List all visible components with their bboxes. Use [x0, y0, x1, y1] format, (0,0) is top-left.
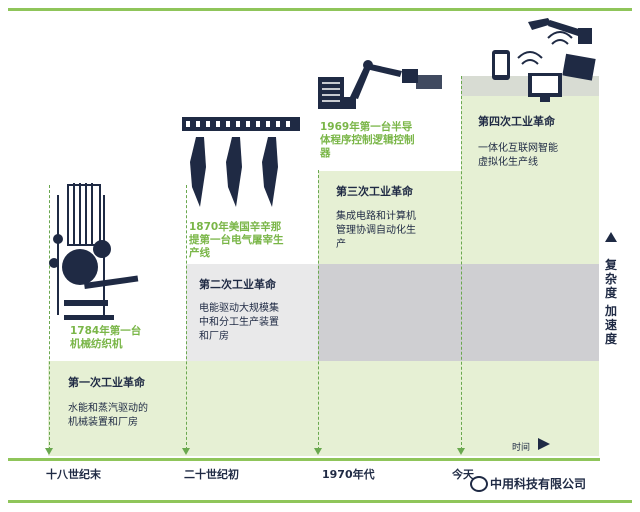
era-desc-line: 水能和蒸汽驱动的 [68, 403, 148, 414]
tick-18th-century: 十八世纪末 [46, 468, 101, 481]
era-3-desc: 集成电路和计算机 管理协调自动化生 产 [336, 210, 416, 252]
vertical-axis-label: 复 杂 度 加 速 度 [604, 258, 618, 346]
event-line: 体程序控制逻辑控制 [320, 134, 415, 146]
era-4-desc: 一体化互联网智能 虚拟化生产线 [478, 142, 558, 170]
axis-char: 度 [604, 286, 617, 300]
watermark-text: 中用科技有限公司 [490, 477, 587, 491]
marker-arrow-4 [457, 448, 465, 455]
marker-arrow-3 [314, 448, 322, 455]
era-desc-line: 机械装置和厂房 [68, 417, 138, 428]
era-3-title: 第三次工业革命 [336, 185, 413, 198]
era-desc-line: 集成电路和计算机 [336, 211, 416, 222]
era-band-3-top [318, 171, 599, 264]
era-band-grey-2 [318, 264, 599, 361]
event-line: 机械纺织机 [70, 338, 123, 350]
era-2-desc: 电能驱动大规模集 中和分工生产装置 和厂房 [199, 302, 279, 344]
marker-line-3 [318, 170, 319, 450]
vertical-axis-arrow-icon [605, 232, 617, 242]
axis-char: 加 [604, 304, 617, 318]
era-desc-line: 一体化互联网智能 [478, 143, 558, 154]
era-1-desc: 水能和蒸汽驱动的 机械装置和厂房 [68, 402, 148, 430]
tick-1970s: 1970年代 [322, 468, 375, 481]
conveyor-line-icon [182, 117, 300, 207]
event-line: 1870年美国辛辛那 [189, 221, 282, 233]
watermark-logo-icon [470, 476, 488, 492]
era-2-title: 第二次工业革命 [199, 278, 276, 291]
marker-arrow-2 [182, 448, 190, 455]
event-1969: 1969年第一台半导 体程序控制逻辑控制 器 [320, 121, 415, 160]
bottom-accent-bar [8, 500, 632, 503]
marker-line-2 [186, 185, 187, 450]
event-1784: 1784年第一台 机械纺织机 [70, 325, 141, 351]
era-desc-line: 中和分工生产装置 [199, 317, 279, 328]
event-line: 器 [320, 147, 331, 159]
era-desc-line: 管理协调自动化生 [336, 225, 416, 236]
era-band-1 [48, 361, 599, 456]
time-arrow-icon [538, 438, 550, 450]
era-desc-line: 和厂房 [199, 331, 229, 342]
era-desc-line: 虚拟化生产线 [478, 157, 538, 168]
event-line: 1784年第一台 [70, 325, 142, 337]
axis-char: 复 [604, 258, 617, 272]
robot-arm-icon [318, 60, 442, 109]
marker-line-1 [49, 185, 50, 450]
marker-arrow-1 [45, 448, 53, 455]
era-1-title: 第一次工业革命 [68, 376, 145, 389]
event-line: 1969年第一台半导 [320, 121, 413, 133]
tick-today: 今天 [452, 468, 474, 481]
loom-illustration-icon [49, 183, 139, 320]
timeline-axis [8, 458, 600, 461]
era-desc-line: 电能驱动大规模集 [199, 303, 279, 314]
smart-devices-icon [492, 18, 596, 102]
top-accent-bar [8, 8, 632, 11]
axis-char: 度 [604, 332, 617, 346]
axis-char: 杂 [604, 272, 617, 286]
event-1870: 1870年美国辛辛那 提第一台电气屠宰生 产线 [189, 221, 284, 260]
marker-line-4 [461, 76, 462, 450]
event-line: 产线 [189, 247, 210, 259]
axis-char: 速 [604, 318, 617, 332]
era-desc-line: 产 [336, 239, 346, 250]
event-line: 提第一台电气屠宰生 [189, 234, 284, 246]
time-axis-label: 时间 [512, 443, 531, 453]
era-band-grey-1 [186, 264, 318, 361]
tick-early-20th-century: 二十世纪初 [184, 468, 239, 481]
era-4-title: 第四次工业革命 [478, 115, 555, 128]
